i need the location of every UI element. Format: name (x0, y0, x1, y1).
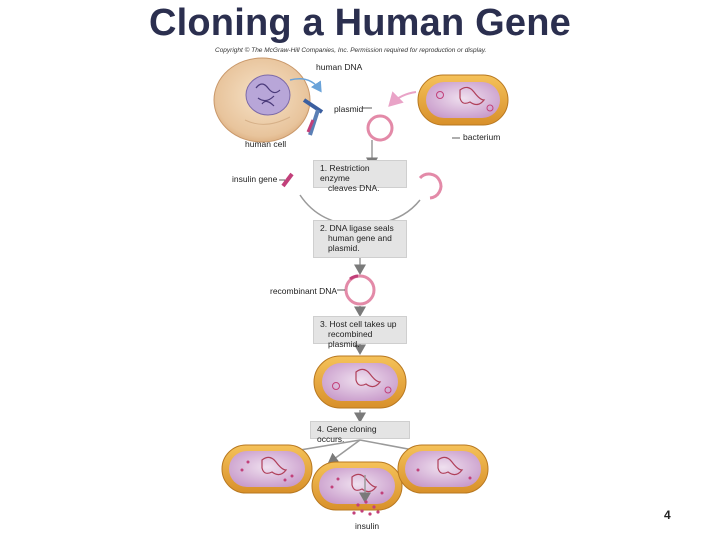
insulin-gene-fragment (279, 172, 294, 188)
step-2-line-3: plasmid. (328, 243, 360, 253)
cut-plasmid (418, 172, 443, 200)
plasmid-ring (366, 114, 394, 142)
step-3-box: 3. Host cell takes up recombined plasmid… (313, 316, 407, 349)
label-insulin-gene: insulin gene (232, 174, 278, 184)
page-number: 4 (664, 508, 671, 522)
step-4-box: 4. Gene cloning occurs. (310, 421, 410, 444)
step-1-line-2: cleaves DNA. (328, 183, 380, 193)
step-3-line-2: recombined plasmid. (328, 329, 373, 349)
label-human-cell: human cell (245, 139, 287, 149)
label-bacterium: bacterium (463, 132, 501, 142)
recombinant-plasmid (337, 274, 376, 306)
step-2-box: 2. DNA ligase seals human gene and plasm… (313, 220, 407, 258)
bacterium-bottom-2 (311, 461, 403, 511)
bacterium-top (417, 74, 509, 126)
step-4-line-1: 4. Gene cloning occurs. (317, 424, 377, 444)
page-title: Cloning a Human Gene (148, 2, 572, 44)
step-1-box: 1. Restriction enzyme cleaves DNA. (313, 160, 407, 193)
step-2-line-1: 2. DNA ligase seals (320, 223, 394, 233)
label-insulin: insulin (355, 521, 380, 531)
step-1-line-1: 1. Restriction enzyme (320, 163, 370, 183)
bacterium-middle (313, 355, 407, 409)
insulin-molecules (352, 500, 380, 516)
human-dna-strand (289, 78, 324, 136)
step-2-line-2: human gene and (328, 233, 392, 243)
bacterium-bottom-1 (221, 444, 313, 494)
bacterium-bottom-3 (397, 444, 489, 494)
label-plasmid: plasmid (334, 104, 364, 114)
copyright-notice: Copyright © The McGraw-Hill Companies, I… (215, 47, 487, 54)
human-cell (213, 57, 311, 143)
label-recombinant-dna: recombinant DNA (270, 286, 338, 296)
step-3-line-1: 3. Host cell takes up (320, 319, 397, 329)
label-human-dna: human DNA (316, 62, 363, 72)
